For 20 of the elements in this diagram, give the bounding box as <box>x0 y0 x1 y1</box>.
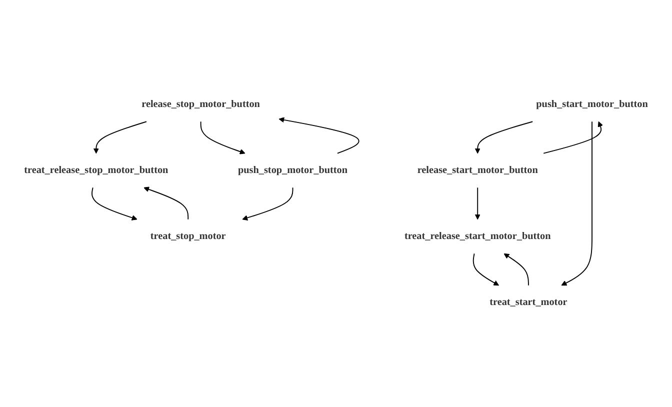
arrow <box>242 187 294 221</box>
node-text: release_start_motor_button <box>417 164 538 176</box>
arrow <box>92 187 138 220</box>
arrow <box>474 121 534 154</box>
node-text: release_stop_motor_button <box>142 98 260 110</box>
arrow <box>93 121 147 154</box>
arrow <box>144 186 189 220</box>
arrow <box>474 187 480 220</box>
node-text: treat_start_motor <box>490 296 568 308</box>
node-text: treat_release_stop_motor_button <box>24 164 168 176</box>
node-text: push_stop_motor_button <box>238 164 348 176</box>
node-text: treat_release_start_motor_button <box>404 230 551 242</box>
node-text: push_start_motor_button <box>536 98 648 110</box>
arrow <box>472 253 499 286</box>
arrow <box>543 121 604 154</box>
arrow <box>504 253 529 286</box>
arrow <box>278 117 360 154</box>
arrow <box>200 121 246 154</box>
node-text: treat_stop_motor <box>150 230 226 242</box>
arrow <box>561 121 592 286</box>
